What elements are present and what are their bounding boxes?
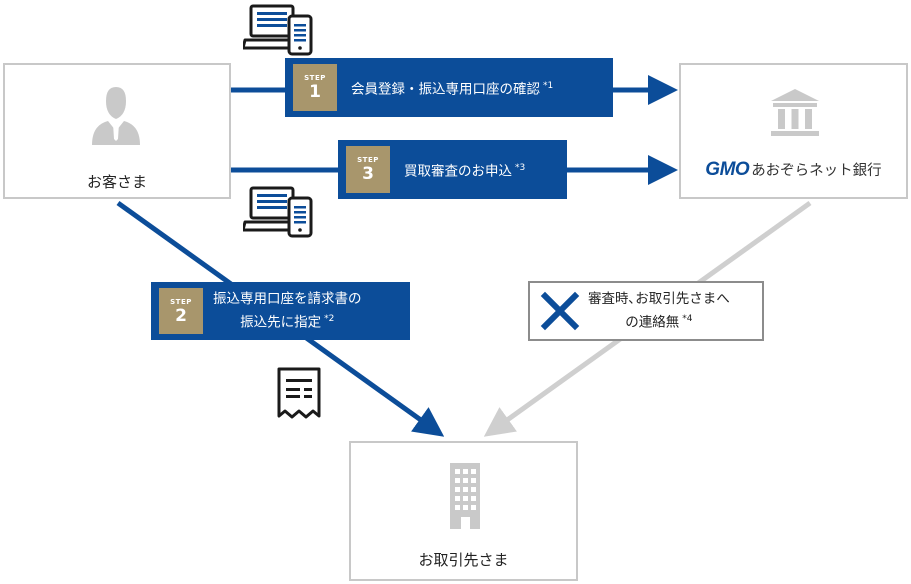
- customer-box: お客さま: [3, 63, 231, 199]
- step1-box: STEP 1 会員登録・振込専用口座の確認*1: [285, 58, 613, 117]
- person-icon: [92, 87, 140, 145]
- no-contact-note: 審査時､お取引先さまへ の連絡無*4: [528, 281, 764, 341]
- bank-name: あおぞらネット銀行: [751, 163, 882, 179]
- bank-logo-gmo: GMO: [705, 159, 750, 180]
- step3-box: STEP 3 買取審査のお申込*3: [338, 140, 567, 199]
- step1-text: 会員登録・振込専用口座の確認*1: [351, 80, 554, 98]
- laptop-phone-icon: [243, 4, 313, 56]
- step2-text: 振込専用口座を請求書の 振込先に指定*2: [213, 291, 362, 331]
- step3-text: 買取審査のお申込*3: [404, 162, 526, 180]
- step1-badge: STEP 1: [293, 64, 337, 111]
- customer-label: お客さま: [86, 173, 147, 191]
- step2-badge: STEP 2: [159, 288, 203, 334]
- step3-badge: STEP 3: [346, 146, 390, 193]
- partner-label: お取引先さま: [418, 551, 509, 569]
- bank-icon: [771, 89, 819, 136]
- step2-box: STEP 2 振込専用口座を請求書の 振込先に指定*2: [151, 282, 410, 340]
- laptop-phone-icon: [243, 186, 313, 238]
- partner-box: お取引先さま: [349, 441, 578, 581]
- invoice-icon: [277, 367, 321, 419]
- no-contact-text: 審査時､お取引先さまへ の連絡無*4: [588, 291, 730, 331]
- cross-icon: [540, 291, 580, 331]
- building-icon: [450, 463, 480, 529]
